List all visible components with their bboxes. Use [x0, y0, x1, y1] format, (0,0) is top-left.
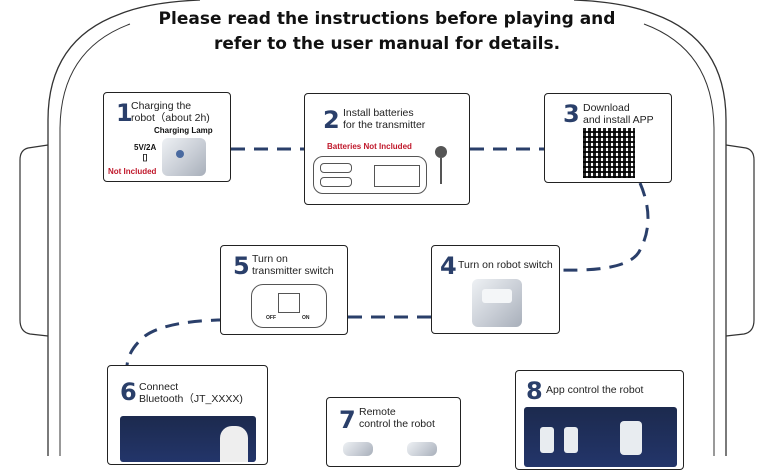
instruction-title-line2: refer to the user manual for details. — [213, 34, 561, 54]
step-label: transmitter switch — [252, 265, 334, 277]
qr-code-image — [583, 128, 635, 178]
step-label: Turn on — [252, 253, 288, 265]
switch-on-label: ON — [302, 315, 310, 321]
flow-path — [125, 147, 650, 367]
step-3-card: 3 Download and install APP — [544, 93, 672, 183]
instruction-title-line1: Please read the instructions before play… — [158, 9, 616, 29]
step-label: for the transmitter — [343, 119, 426, 131]
transmitter-battery-image — [313, 156, 427, 194]
step-label: Turn on robot switch — [458, 259, 553, 271]
voltage-label: 5V/2A — [134, 143, 157, 152]
step-number: 1 — [116, 99, 133, 127]
step-number: 3 — [563, 100, 580, 128]
step-label: Download — [583, 102, 630, 114]
step-2-card: 2 Install batteries for the transmitter … — [304, 93, 470, 205]
step-7-card: 7 Remote control the robot — [326, 397, 461, 467]
charging-lamp-label: Charging Lamp — [154, 126, 213, 135]
step-number: 2 — [323, 106, 340, 134]
step-label: Remote — [359, 406, 396, 418]
step-label: Charging the — [131, 100, 192, 112]
batteries-not-included-label: Batteries Not Included — [327, 142, 412, 151]
step-6-card: 6 Connect Bluetooth（JT_XXXX) — [107, 365, 268, 465]
step-number: 7 — [339, 406, 356, 434]
remote-robot-image — [407, 442, 437, 456]
not-included-label: Not Included — [108, 167, 157, 176]
robot-switch-image — [472, 279, 522, 327]
screwdriver-icon — [435, 146, 447, 158]
step-5-card: 5 Turn on transmitter switch OFF ON — [220, 245, 348, 335]
step-label: Bluetooth（JT_XXXX) — [139, 393, 243, 405]
remote-robot-image — [343, 442, 373, 456]
transmitter-switch-image: OFF ON — [251, 284, 327, 328]
step-number: 4 — [440, 252, 457, 280]
step-label: Install batteries — [343, 107, 414, 119]
step-number: 8 — [526, 377, 543, 405]
package-outline — [19, 0, 755, 456]
app-control-screen-image — [524, 407, 677, 467]
switch-off-label: OFF — [266, 315, 276, 321]
robot-head-image — [162, 138, 206, 176]
step-number: 5 — [233, 252, 250, 280]
step-4-card: 4 Turn on robot switch — [431, 245, 560, 334]
step-label: App control the robot — [546, 384, 644, 396]
step-label: and install APP — [583, 114, 654, 126]
step-label: Connect — [139, 381, 179, 393]
step-1-card: 1 Charging the robot（about 2h) Charging … — [103, 92, 231, 182]
step-label: robot（about 2h) — [131, 112, 210, 124]
plug-icon: ⌷ — [142, 153, 148, 164]
step-number: 6 — [120, 378, 137, 406]
step-8-card: 8 App control the robot — [515, 370, 684, 470]
step-label: control the robot — [359, 418, 435, 430]
phone-screen-image — [120, 416, 256, 462]
